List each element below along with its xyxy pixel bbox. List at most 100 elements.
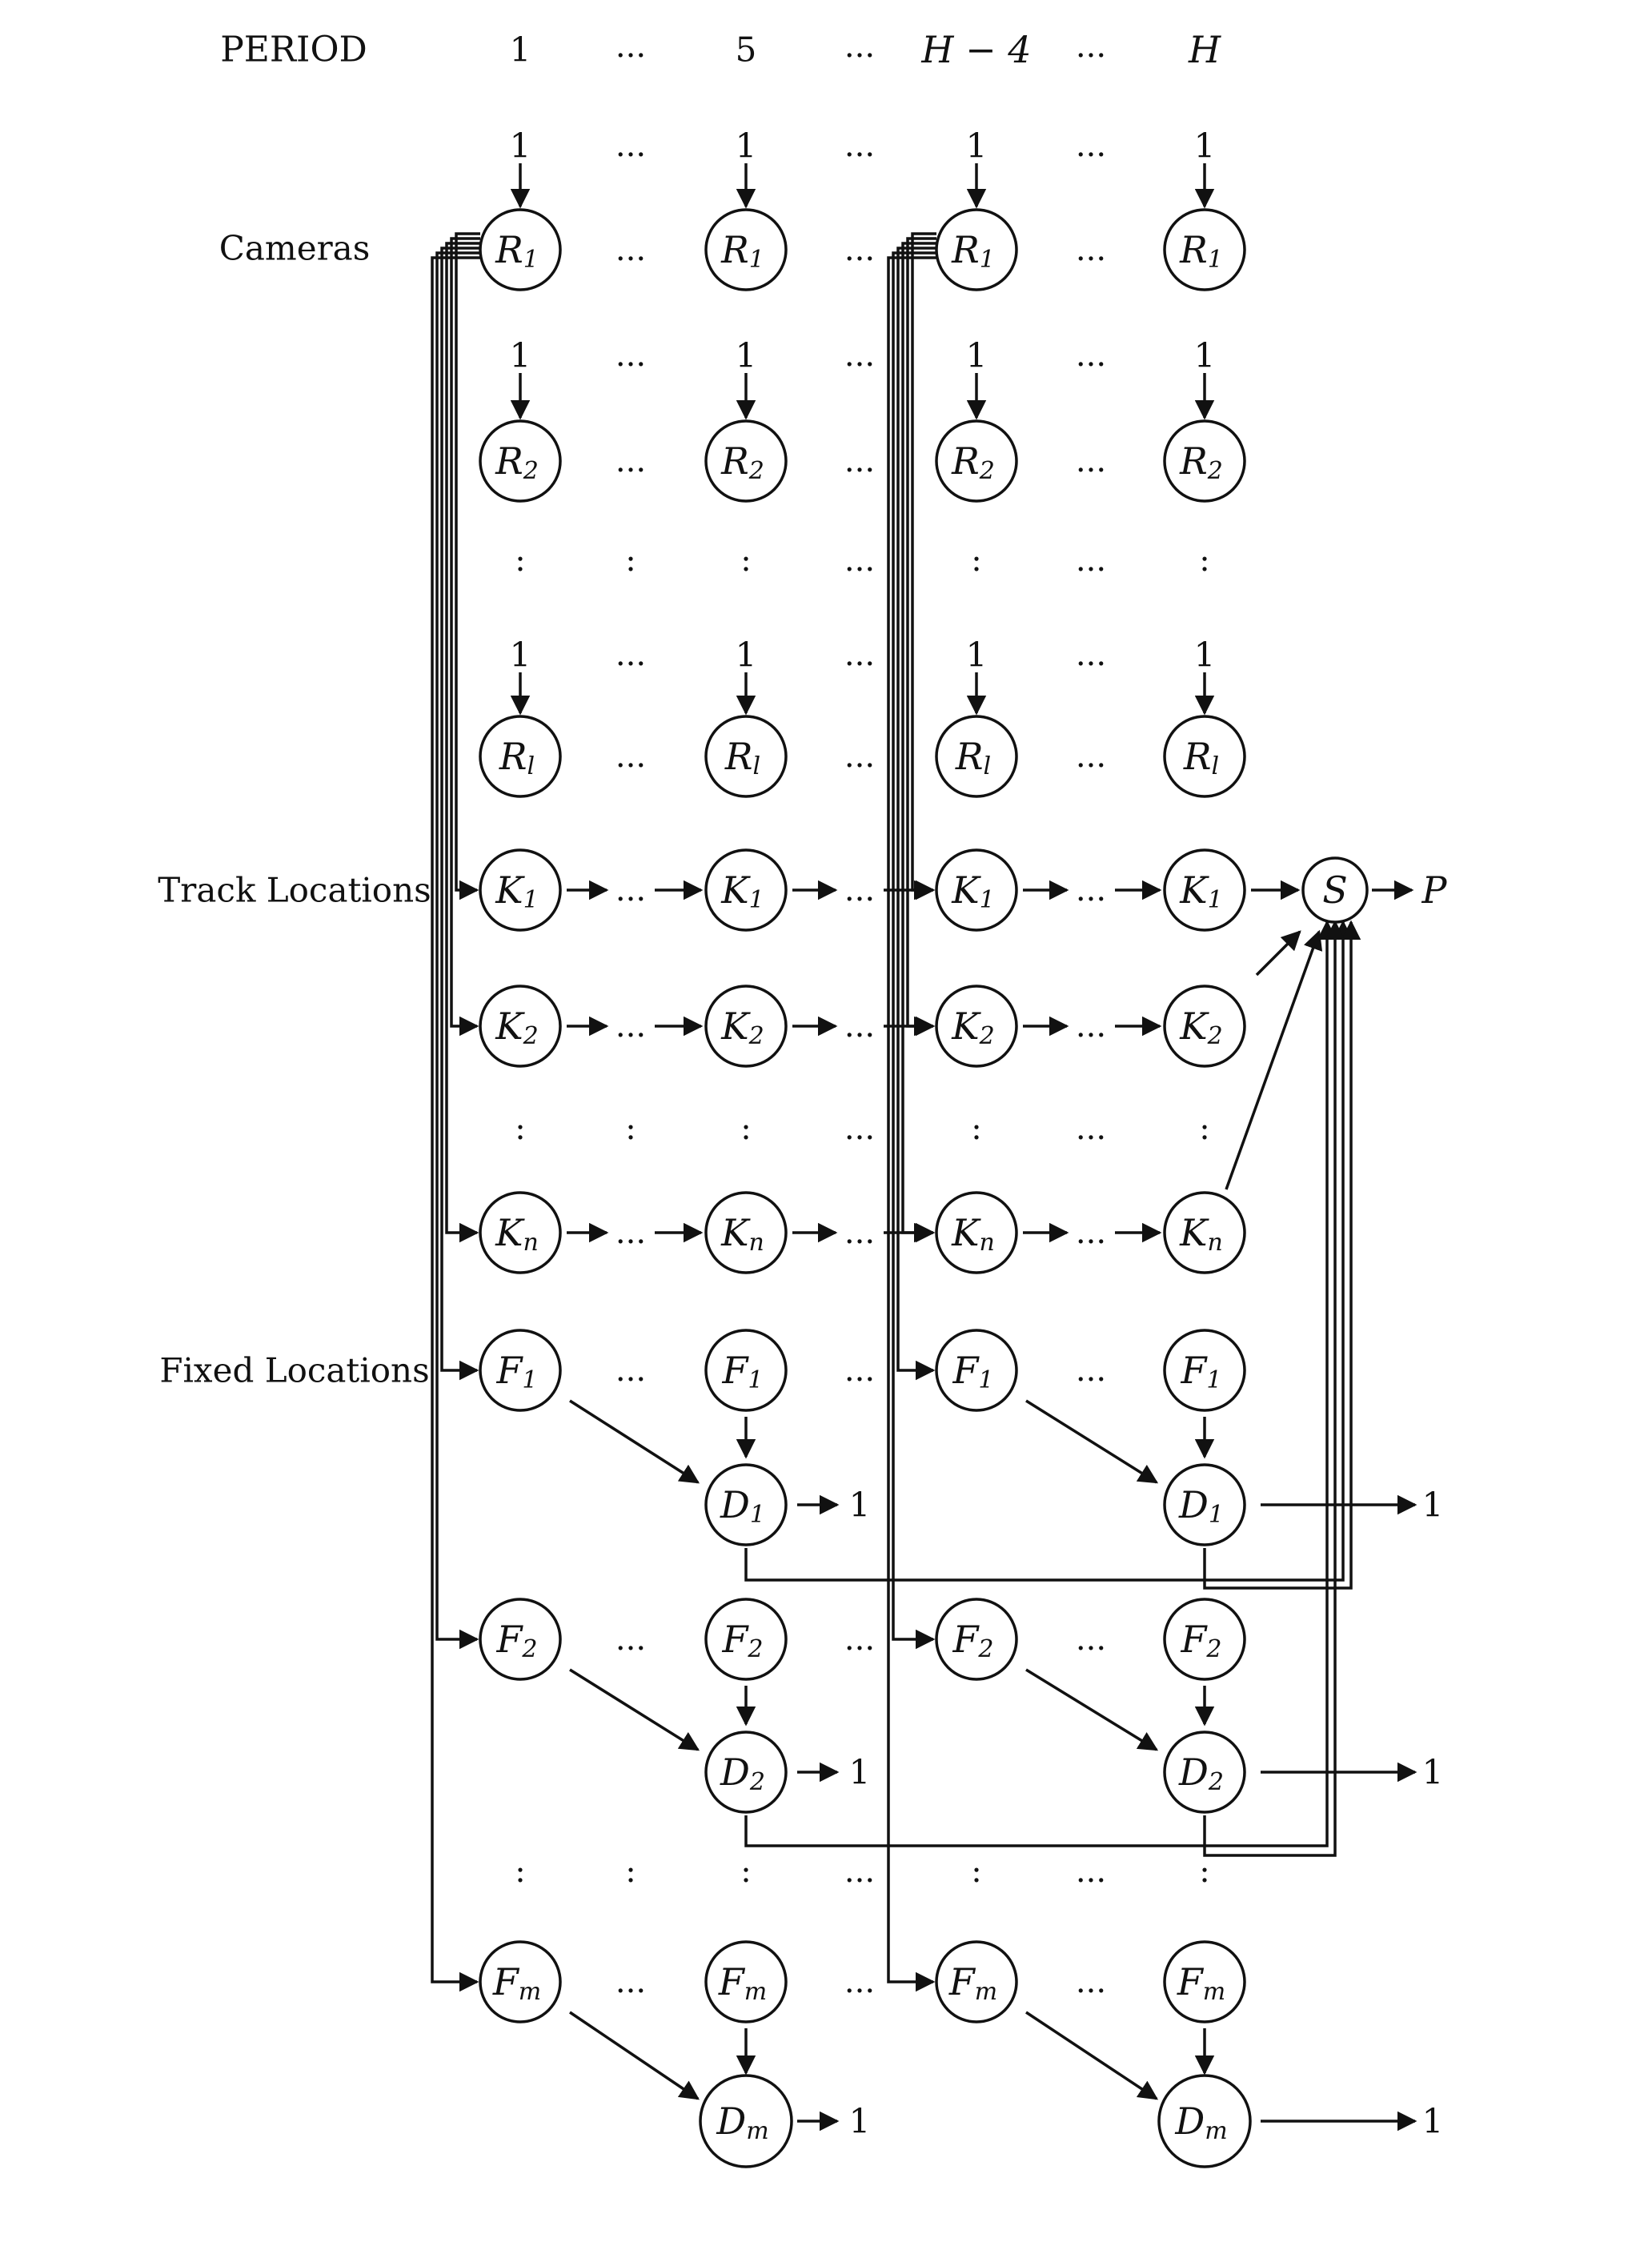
- fixed-node-F1-subscript: 1: [978, 1366, 993, 1394]
- vertical-dots: :: [625, 1853, 636, 1890]
- fixed-node-Fm-subscript: m: [519, 1978, 541, 2006]
- sink-node-circle: [1301, 856, 1369, 924]
- track-node-Kn-circle: [479, 1191, 562, 1274]
- ellipsis: ...: [615, 1008, 646, 1045]
- track-node-K2-subscript: 2: [748, 1022, 764, 1050]
- demand-node-D2-subscript: 2: [749, 1768, 765, 1796]
- ellipsis: ...: [844, 738, 875, 775]
- demand-node-Dm-circle: [1157, 2074, 1252, 2168]
- track-node-K1-subscript: 1: [980, 886, 995, 914]
- demand-node-D1-circle: [704, 1463, 788, 1546]
- camera-node-R2-subscript: 2: [1207, 457, 1223, 485]
- track-node-Kn-subscript: n: [1208, 1229, 1223, 1257]
- demand-node-D1-base: D: [720, 1483, 750, 1526]
- demand-to-sink-arc: [1203, 920, 1361, 1590]
- fixed-node-F2-subscript: 2: [1205, 1635, 1221, 1663]
- camera-node-R1-circle: [1163, 208, 1246, 291]
- vertical-dots: :: [740, 542, 751, 579]
- supply-value: 1: [966, 336, 988, 375]
- track-node-K1-base: K: [951, 868, 981, 912]
- camera-to-location-arc: [911, 232, 936, 900]
- fixed-node-F1-subscript: 1: [1206, 1366, 1221, 1394]
- fixed-node-F2-label: F2: [952, 1618, 993, 1663]
- camera-node-R1-base: R: [1179, 228, 1208, 271]
- supply-value: 1: [966, 636, 988, 675]
- ellipsis: ...: [844, 127, 875, 164]
- camera-node-R1-subscript: 1: [749, 246, 764, 274]
- row-label-cameras: Cameras: [219, 229, 371, 268]
- track-node-Kn-base: K: [720, 1211, 751, 1254]
- track-node-K1-subscript: 1: [523, 886, 539, 914]
- demand-node-D2-subscript: 2: [1208, 1768, 1224, 1796]
- header-ellipsis: ...: [1076, 28, 1106, 65]
- demand-node-Dm-circle: [699, 2074, 793, 2168]
- fixed-node-F2-base: F: [952, 1618, 980, 1661]
- ellipsis: ...: [1076, 738, 1106, 775]
- camera-node-R2-subscript: 2: [748, 457, 764, 485]
- fixed-node-F2-base: F: [1180, 1618, 1208, 1661]
- fixed-node-F2-circle: [704, 1598, 788, 1681]
- camera-to-location-arc: [455, 232, 480, 900]
- camera-to-location-arc: [440, 247, 480, 1381]
- fixed-node-Fm-subscript: m: [744, 1978, 767, 2006]
- track-node-Kn-label: Kn: [495, 1211, 539, 1257]
- ellipsis: ...: [844, 231, 875, 268]
- vertical-dots: :: [1199, 1110, 1209, 1147]
- camera-to-location-arc: [445, 242, 480, 1243]
- fixed-node-Fm-subscript: m: [975, 1978, 997, 2006]
- demand-node-Dm-base: D: [716, 2100, 746, 2143]
- demand-node-D1-subscript: 1: [1209, 1501, 1224, 1529]
- vertical-dots: :: [515, 1110, 525, 1147]
- sink-node-label: S: [1322, 868, 1348, 912]
- camera-node-Rl-base: R: [724, 735, 753, 778]
- fixed-node-F2-circle: [935, 1598, 1018, 1681]
- vertical-dots: :: [971, 1853, 981, 1890]
- track-node-Kn-circle: [935, 1191, 1018, 1274]
- ellipsis: ...: [1076, 1110, 1106, 1147]
- nodes-layer: [479, 208, 1369, 2168]
- camera-node-R1-label: R1: [495, 228, 539, 274]
- track-node-K1-label: K1: [951, 868, 994, 914]
- ellipsis: ...: [844, 1214, 875, 1251]
- demand-node-D1-label: D1: [1178, 1483, 1224, 1529]
- ellipsis: ...: [615, 1352, 646, 1389]
- fixed-node-F2-subscript: 2: [977, 1635, 993, 1663]
- track-node-Kn-subscript: n: [523, 1229, 539, 1257]
- demand-to-sink-arc: [744, 920, 1337, 1847]
- track-node-K1-subscript: 1: [749, 886, 764, 914]
- fixed-node-F1-subscript: 1: [748, 1366, 763, 1394]
- ellipsis: ...: [1076, 1214, 1106, 1251]
- fixed-node-F1-label: F1: [1180, 1349, 1221, 1394]
- fixed-node-Fm-base: F: [1177, 1960, 1205, 2003]
- fixed-node-Fm-base: F: [718, 1960, 746, 2003]
- fixed-node-F1-subscript: 1: [522, 1366, 537, 1394]
- fixed-node-Fm-label: Fm: [1177, 1960, 1225, 2006]
- camera-node-Rl-label: Rl: [499, 735, 535, 780]
- fixed-node-Fm-label: Fm: [492, 1960, 541, 2006]
- fixed-node-F2-label: F2: [721, 1618, 763, 1663]
- ellipsis: ...: [844, 1853, 875, 1890]
- camera-to-location-arc: [450, 237, 480, 1037]
- track-node-K1-subscript: 1: [1208, 886, 1223, 914]
- track-node-K2-circle: [479, 985, 562, 1068]
- demand-node-D2-label: D2: [1178, 1751, 1224, 1796]
- ellipsis: ...: [1076, 1621, 1106, 1658]
- track-node-Kn-subscript: n: [980, 1229, 995, 1257]
- demand-output-value: 1: [1422, 2102, 1444, 2141]
- track-node-K1-base: K: [1179, 868, 1209, 912]
- track-node-K2-base: K: [1179, 1005, 1209, 1048]
- supply-value: 1: [510, 636, 531, 675]
- demand-node-Dm-label: Dm: [716, 2100, 768, 2145]
- camera-node-Rl-label: Rl: [724, 735, 760, 780]
- vertical-dots: :: [740, 1110, 751, 1147]
- camera-node-R2-base: R: [1179, 439, 1208, 483]
- demand-node-Dm-base: D: [1174, 2100, 1205, 2143]
- fixed-node-F2-label: F2: [1180, 1618, 1221, 1663]
- track-node-K1-label: K1: [1179, 868, 1222, 914]
- track-node-Kn-label: Kn: [951, 1211, 995, 1257]
- period-5-label: 5: [736, 30, 757, 70]
- ellipsis: ...: [844, 1352, 875, 1389]
- camera-to-location-arc: [896, 247, 936, 1381]
- ellipsis: ...: [1076, 443, 1106, 479]
